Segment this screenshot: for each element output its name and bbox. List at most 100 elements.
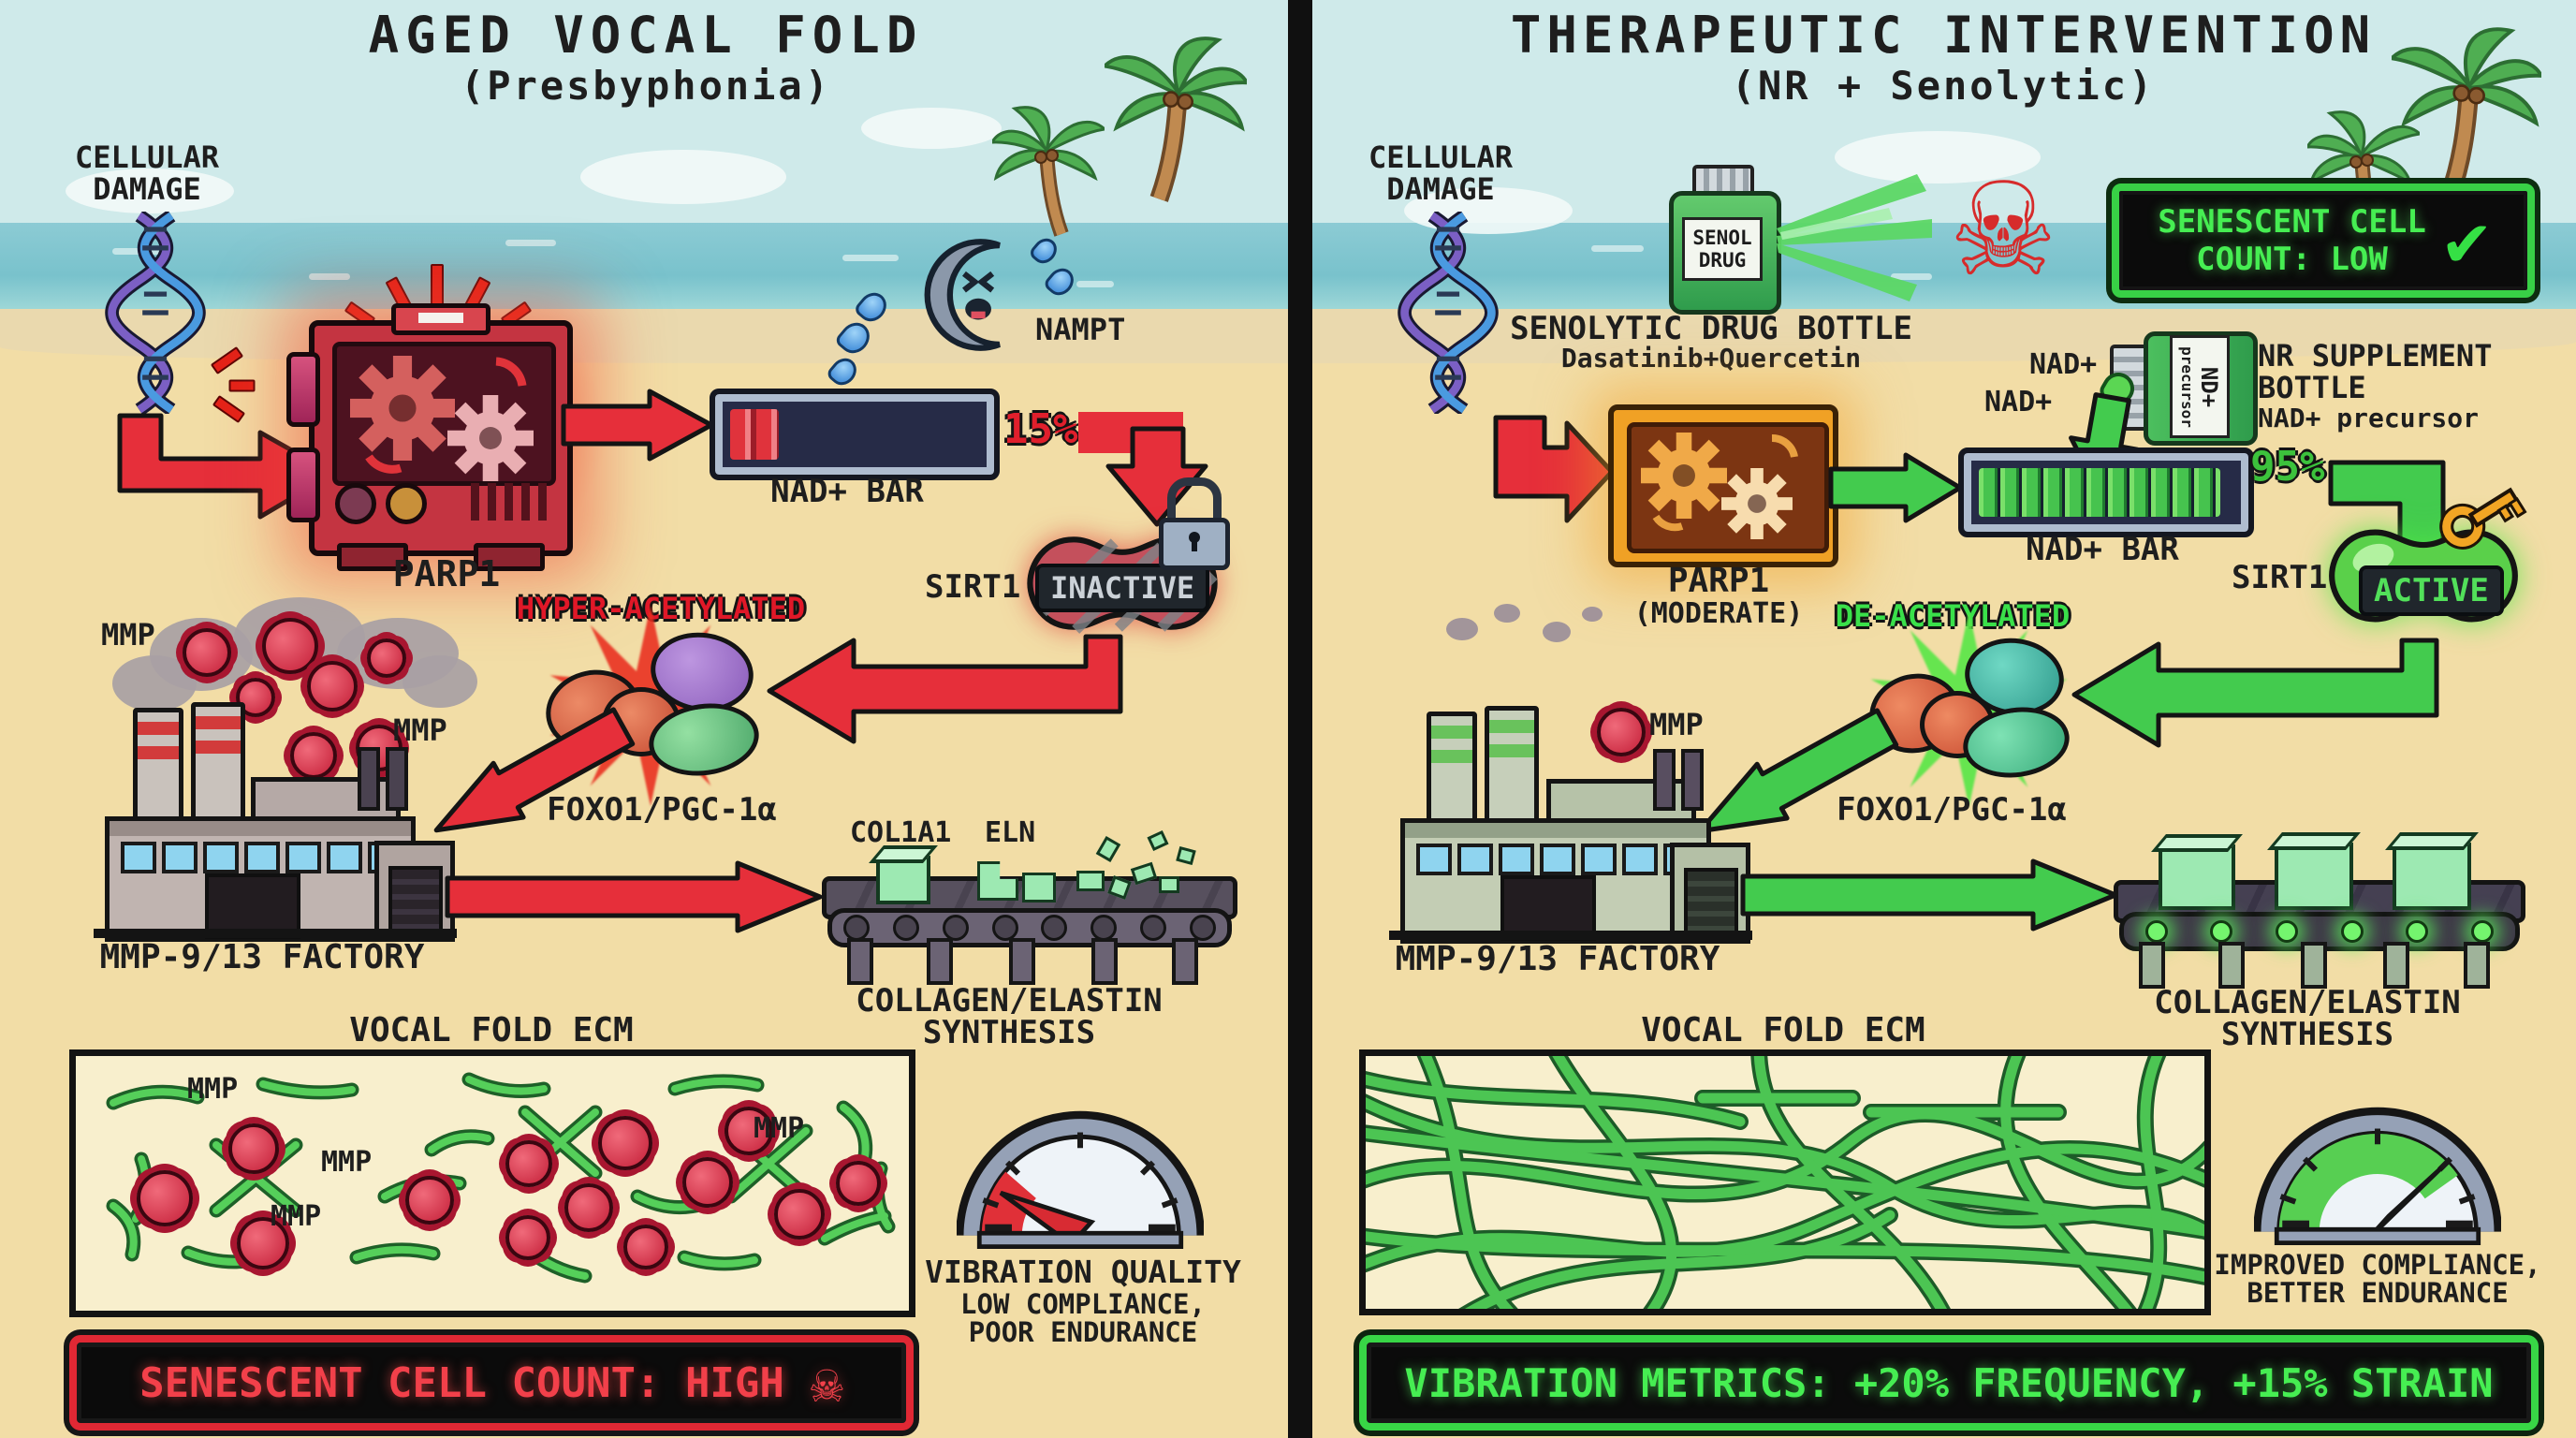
- ecm-title: VOCAL FOLD ECM: [349, 1011, 634, 1049]
- skull-icon: ☠: [1954, 127, 2052, 313]
- right-panel-title: THERAPEUTIC INTERVENTION: [1510, 6, 2377, 65]
- arrow-parp1-to-nadbar: [1828, 452, 1963, 523]
- nr-caption-line3: NAD+ precursor: [2258, 403, 2480, 433]
- nr-bottle-label: ND+ precursor: [2170, 335, 2230, 438]
- collagen-block: [2159, 844, 2235, 910]
- left-panel-subtitle: (Presbyphonia): [460, 63, 832, 109]
- mmp-virus-icon: [307, 661, 358, 712]
- eln-label: ELN: [985, 816, 1036, 849]
- senolytic-bottle-label: SENOL DRUG: [1682, 217, 1763, 281]
- ecm-box-treated: [1359, 1049, 2211, 1315]
- arrow-sirt1-to-foxo1: [767, 634, 1123, 744]
- col1a1-label: COL1A1: [850, 816, 952, 849]
- mmp-virus-icon: [1597, 708, 1646, 756]
- mmp-virus-icon: [405, 1176, 454, 1225]
- collagen-block: [2393, 843, 2471, 910]
- skull-icon: ☠: [810, 1351, 843, 1415]
- mmp-label: MMP: [187, 1073, 239, 1106]
- cloud: [66, 169, 234, 213]
- palm-tree-icon: [1105, 33, 1278, 243]
- parp1-state-label: (MODERATE): [1633, 597, 1804, 630]
- senolytic-subcaption: Dasatinib+Quercetin: [1560, 343, 1862, 374]
- mmp-virus-icon: [774, 1189, 825, 1240]
- mmp-virus-icon: [367, 638, 406, 678]
- synthesis-label-line2: SYNTHESIS: [922, 1014, 1096, 1051]
- mmp-virus-icon: [682, 1157, 733, 1208]
- nad-percentage: 95%: [2250, 443, 2325, 491]
- right-panel-subtitle: (NR + Senolytic): [1731, 63, 2156, 109]
- foxo1-complex: [1849, 610, 2083, 807]
- nr-caption-line1: NR SUPPLEMENT: [2258, 338, 2493, 374]
- acetylation-state-label: HYPER-ACETYLATED: [516, 591, 806, 626]
- nr-caption-line2: BOTTLE: [2258, 370, 2366, 405]
- factory-annex: [1670, 843, 1750, 944]
- sirt1-label: SIRT1: [2232, 559, 2328, 596]
- factory-chimney: [191, 702, 245, 839]
- dna-icon: [98, 212, 212, 414]
- senescent-box-line2: COUNT: LOW: [2196, 241, 2388, 278]
- senescent-count-box: SENESCENT CELL COUNT: LOW ✔: [2112, 183, 2535, 298]
- gauge-line1: LOW COMPLIANCE,: [960, 1288, 1206, 1320]
- check-icon: ✔: [2444, 198, 2489, 283]
- cellular-damage-label: CELLULAR DAMAGE: [1368, 139, 1514, 207]
- mmp-label: MMP: [271, 1200, 322, 1233]
- arrow-foxo1-to-factory: [1697, 708, 1899, 834]
- nad-plus-label: NAD+: [1984, 386, 2053, 418]
- mmp-virus-icon: [228, 1123, 279, 1174]
- collagen-block: [876, 856, 930, 904]
- cellular-damage-label: CELLULAR DAMAGE: [74, 139, 220, 207]
- sirt1-state-badge: INACTIVE: [1035, 564, 1210, 612]
- vibration-gauge-improved: [2254, 1107, 2501, 1245]
- nad-percentage: 15%: [1003, 405, 1078, 453]
- nad-bar-left: [710, 389, 1000, 480]
- lock-icon: [1159, 477, 1230, 570]
- left-panel-title: AGED VOCAL FOLD: [368, 6, 924, 65]
- mmp-virus-icon: [262, 618, 318, 674]
- senescent-box-line1: SENESCENT CELL: [2158, 203, 2426, 241]
- foxo1-label: FOXO1/PGC-1α: [547, 791, 777, 829]
- ecm-box-aged: [69, 1049, 915, 1317]
- parp1-label: PARP1: [1667, 562, 1770, 600]
- mmp-label: MMP: [321, 1146, 373, 1179]
- arrow-factory-to-conveyor: [1740, 858, 2118, 932]
- mmp-virus-icon: [505, 1215, 550, 1260]
- gauge-line1: IMPROVED COMPLIANCE,: [2214, 1249, 2541, 1281]
- panel-divider: [1288, 0, 1312, 1438]
- factory-label: MMP-9/13 FACTORY: [1395, 940, 1720, 978]
- foxo1-label: FOXO1/PGC-1α: [1837, 791, 2067, 829]
- spray-rays: [1777, 174, 1932, 301]
- mmp-virus-icon: [564, 1183, 613, 1232]
- arrow-factory-to-conveyor: [445, 860, 823, 933]
- dna-icon: [1391, 212, 1505, 414]
- collagen-block: [2275, 843, 2353, 910]
- arrow-dna-to-parp1: [1493, 415, 1615, 523]
- nad-plus-label: NAD+: [2029, 348, 2098, 381]
- senolytic-caption: SENOLYTIC DRUG BOTTLE: [1510, 310, 1912, 347]
- mmp-label: MMP: [1649, 707, 1704, 742]
- arrow-foxo1-to-factory: [433, 707, 636, 833]
- ecm-title: VOCAL FOLD ECM: [1641, 1011, 1925, 1049]
- mmp-virus-icon: [724, 1107, 773, 1155]
- mmp-label: MMP: [101, 617, 155, 653]
- nad-bar-label: NAD+ BAR: [2026, 531, 2179, 568]
- mmp-label: MMP: [393, 712, 447, 748]
- mmp-label: MMP: [754, 1112, 805, 1145]
- factory-annex: [374, 841, 455, 942]
- mmp-virus-icon: [598, 1116, 652, 1170]
- vibration-metrics-banner: VIBRATION METRICS: +20% FREQUENCY, +15% …: [1359, 1335, 2539, 1431]
- synthesis-label-line1: COLLAGEN/ELASTIN: [856, 982, 1163, 1020]
- senescent-count-banner: SENESCENT CELL COUNT: HIGH ☠: [69, 1335, 914, 1431]
- nampt-icon: [924, 239, 1001, 351]
- gauge-line2: BETTER ENDURANCE: [2247, 1277, 2509, 1309]
- factory-label: MMP-9/13 FACTORY: [99, 938, 425, 976]
- mmp-virus-icon: [137, 1170, 193, 1226]
- mmp-virus-icon: [237, 1217, 289, 1269]
- cloud: [861, 108, 1002, 149]
- sirt1-state-badge: ACTIVE: [2359, 565, 2504, 616]
- cloud: [580, 150, 786, 204]
- acetylation-state-label: DE-ACETYLATED: [1835, 598, 2071, 634]
- arrow-sirt1-to-foxo1: [2071, 638, 2439, 748]
- cloud: [1404, 187, 1573, 234]
- mmp-virus-icon: [183, 628, 231, 677]
- synthesis-label-line2: SYNTHESIS: [2220, 1016, 2394, 1053]
